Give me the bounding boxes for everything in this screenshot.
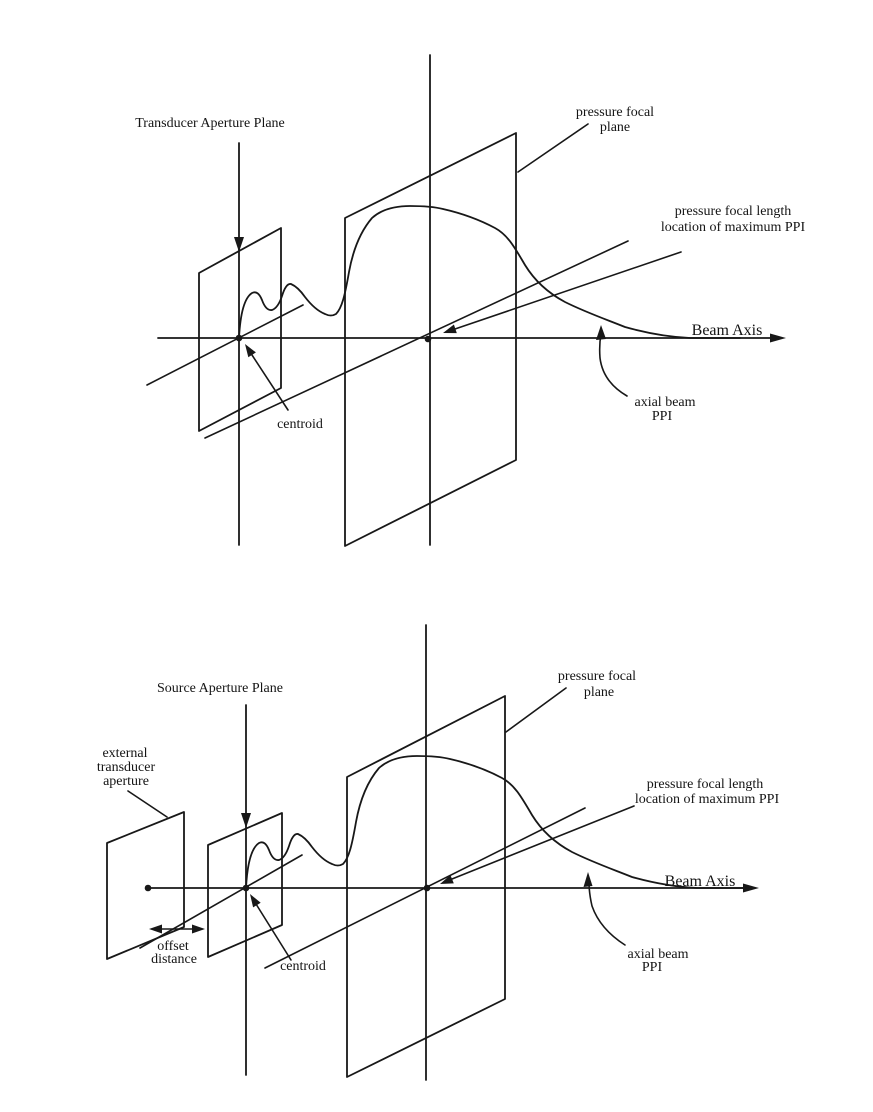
axial-beam-ppi-label-line1: axial beam	[627, 947, 688, 962]
centroid-label: centroid	[277, 417, 323, 432]
source-aperture-plane-label: Source Aperture Plane	[157, 681, 283, 696]
centroid-leader	[251, 354, 289, 411]
axial-beam-ppi-label-line1: axial beam	[634, 395, 695, 410]
centroid-leader	[255, 903, 292, 961]
axial-beam-ppi-arrowhead	[596, 325, 606, 340]
axial-beam-ppi-arrowhead	[583, 872, 593, 887]
pressure-focal-length-leader	[451, 805, 635, 880]
axial-beam-ppi-leader	[588, 881, 626, 946]
pressure-focal-plane-leader	[517, 123, 589, 173]
pressure-focal-length-label-line1: pressure focal length	[675, 204, 792, 219]
transducer-aperture-plane-outline	[198, 227, 282, 432]
aperture-centroid-dot	[235, 334, 243, 342]
pressure-focal-plane-label-line1: pressure focal	[558, 669, 636, 684]
offset-distance-label-line1: offset	[157, 939, 189, 954]
pressure-focal-length-arrowhead	[440, 875, 454, 884]
offset-distance-left-arrowhead	[149, 924, 162, 934]
source-plane-down-arrowhead	[241, 813, 251, 828]
transducer-aperture-plane-label: Transducer Aperture Plane	[135, 116, 285, 131]
offset-distance-right-arrowhead	[192, 924, 205, 934]
pressure-focal-plane-label-line1: pressure focal	[576, 105, 654, 120]
beam-axis-label: Beam Axis	[692, 322, 763, 339]
axial-beam-ppi-label-line2: PPI	[652, 409, 673, 424]
external-aperture-center-dot	[144, 884, 152, 892]
focal-plane-lateral-axis	[204, 240, 629, 439]
pressure-focal-length-leader	[454, 251, 682, 330]
external-aperture-label-line2: transducer	[97, 760, 156, 775]
focal-centroid-dot	[424, 335, 432, 343]
pressure-focal-plane-leader	[505, 687, 567, 733]
source-plane-lateral-axis	[139, 854, 303, 949]
ppi-profile-curve	[245, 755, 746, 889]
pressure-focal-length-label-line1: pressure focal length	[647, 777, 764, 792]
beam-axis-label: Beam Axis	[665, 873, 736, 890]
axial-beam-ppi-label-line2: PPI	[642, 960, 663, 975]
pressure-focal-length-label-line2: location of maximum PPI	[661, 220, 806, 235]
external-aperture-leader	[127, 790, 168, 818]
pressure-focal-plane-label-line2: plane	[600, 120, 630, 135]
bottom-diagram: Source Aperture Plane external transduce…	[97, 624, 780, 1081]
beam-axis-arrowhead	[770, 333, 786, 343]
ppi-profile-curve	[238, 205, 741, 339]
top-diagram: Transducer Aperture Plane pressure focal…	[135, 54, 806, 547]
external-aperture-label-line3: aperture	[103, 774, 149, 789]
pressure-focal-plane-label-line2: plane	[584, 685, 614, 700]
centroid-arrowhead	[245, 344, 256, 358]
pressure-focal-length-label-line2: location of maximum PPI	[635, 792, 780, 807]
source-aperture-plane-outline	[207, 812, 283, 958]
aperture-plane-down-arrowhead	[234, 237, 244, 252]
focal-centroid-dot	[423, 884, 431, 892]
offset-distance-label-line2: distance	[151, 952, 197, 967]
beam-axis-arrowhead	[743, 883, 759, 893]
centroid-arrowhead	[250, 894, 261, 908]
pressure-focal-plane-outline	[344, 132, 517, 547]
source-centroid-dot	[242, 884, 250, 892]
external-aperture-label-line1: external	[102, 746, 147, 761]
pressure-focal-plane-outline	[346, 695, 506, 1078]
centroid-label: centroid	[280, 959, 326, 974]
pressure-focal-length-arrowhead	[443, 324, 457, 334]
aperture-plane-lateral-axis	[146, 304, 304, 386]
external-transducer-aperture-outline	[106, 811, 185, 960]
axial-beam-ppi-leader	[598, 333, 628, 397]
